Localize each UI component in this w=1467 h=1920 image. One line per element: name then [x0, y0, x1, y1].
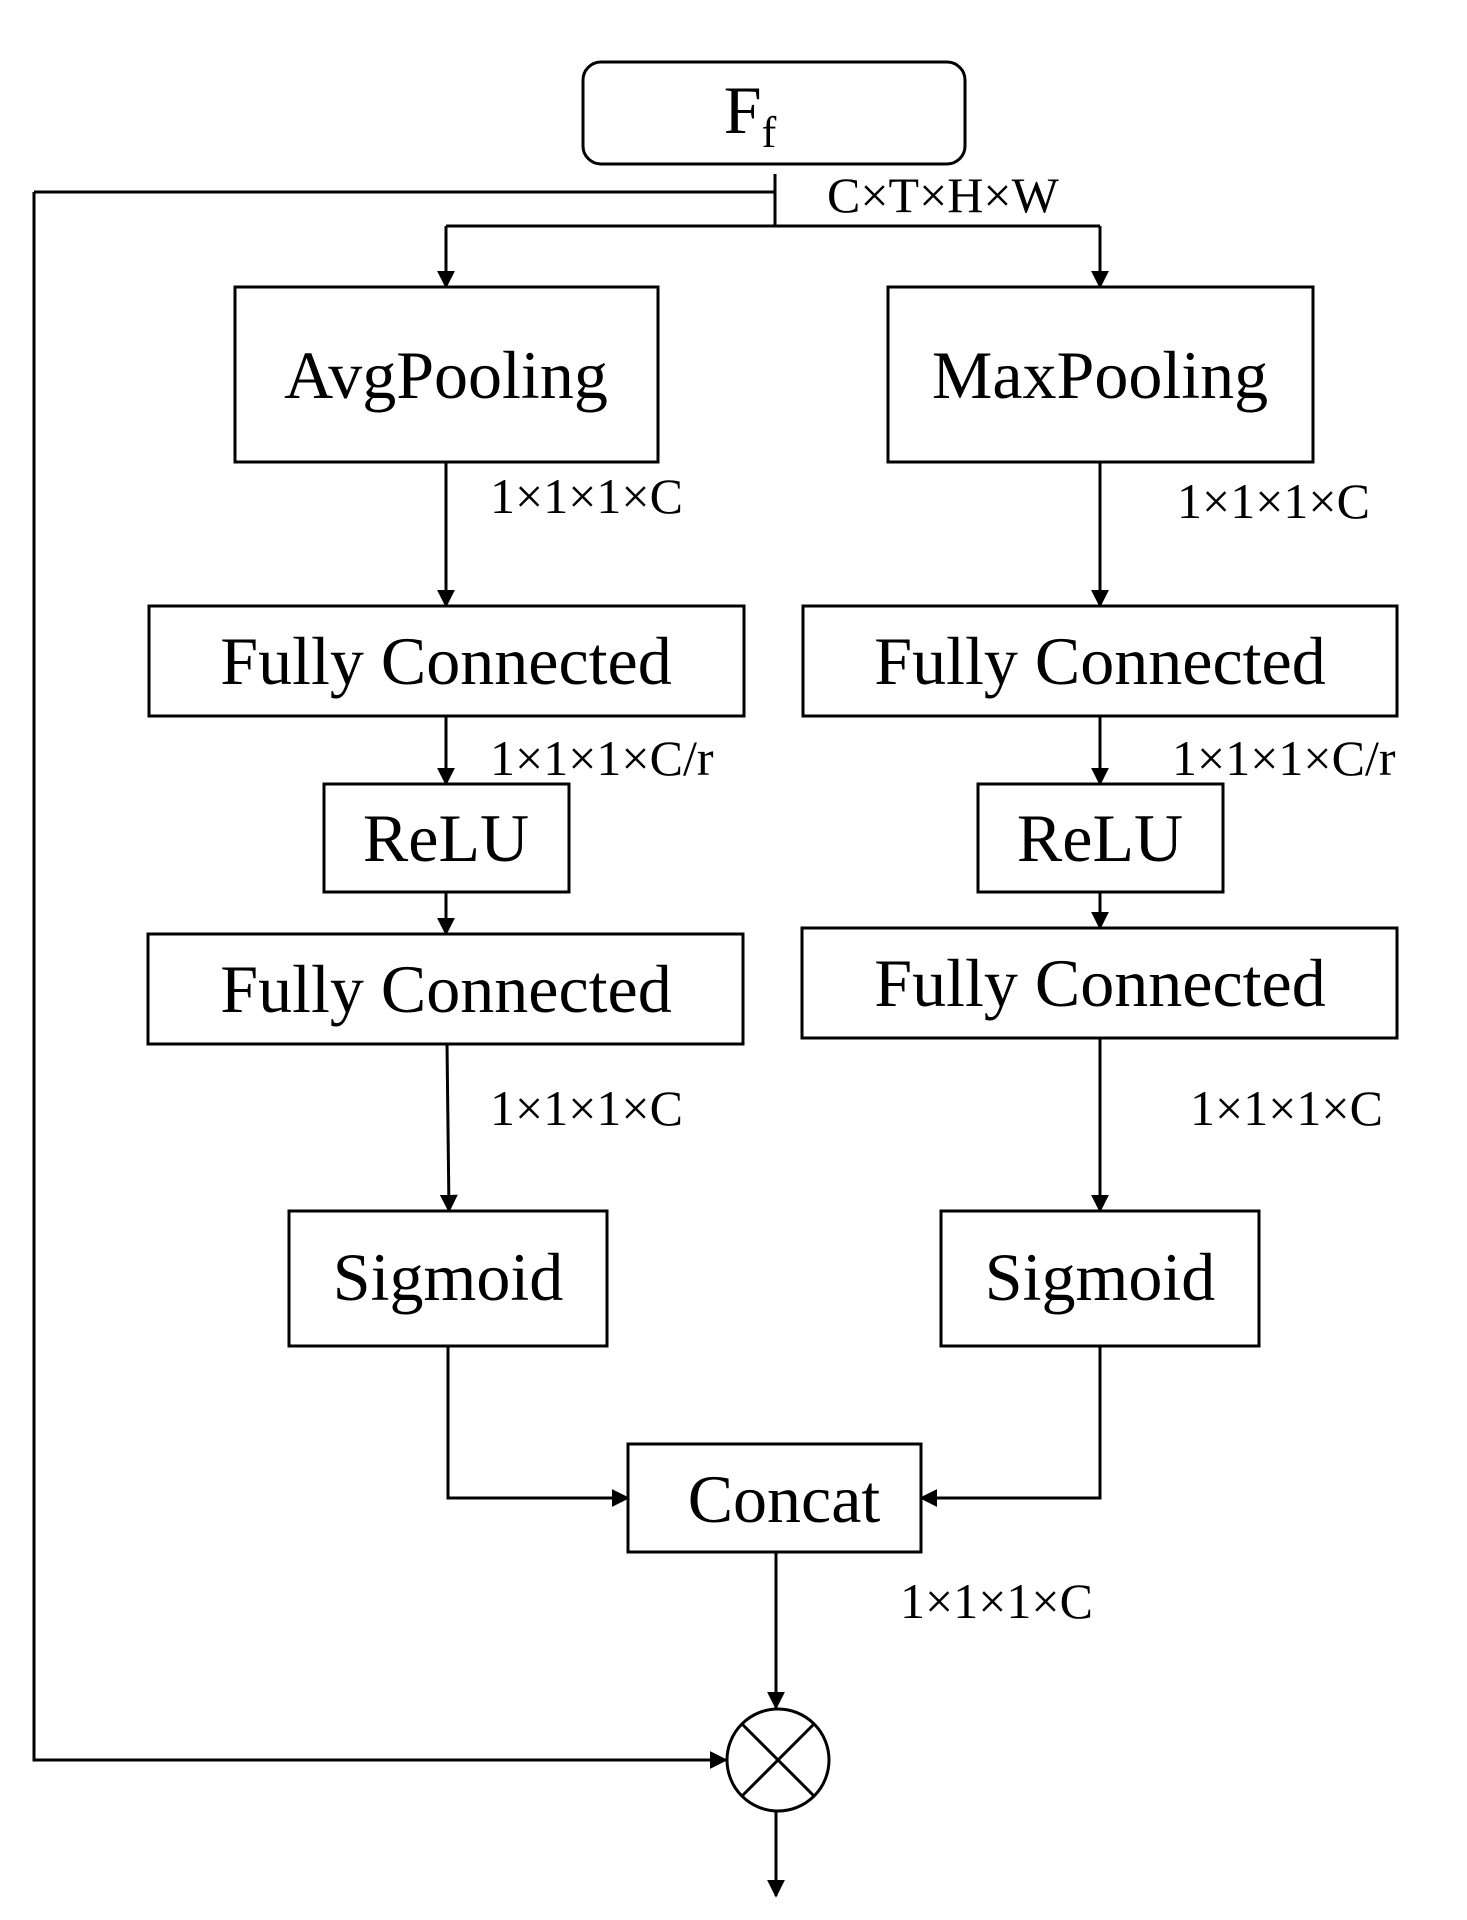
right-sigmoid-box [939, 1209, 1261, 1348]
right-relu-label: ReLU [1017, 800, 1183, 876]
right-fc1-label: Fully Connected [874, 623, 1325, 699]
right-branch: MaxPooling 1×1×1×C Fully Connected 1×1×1… [800, 285, 1399, 1348]
left-fc1-label: Fully Connected [220, 623, 671, 699]
input-label: Ff [724, 72, 777, 157]
avgpooling-box [233, 285, 660, 464]
right-sigmoid-label: Sigmoid [985, 1239, 1216, 1315]
multiply-node [725, 1707, 831, 1813]
input-shape-label: C×T×H×W [827, 167, 1060, 223]
left-fc2-out-label: 1×1×1×C [490, 1080, 683, 1136]
left-fc2-box [146, 932, 745, 1046]
merge-connectors [446, 1346, 1102, 1507]
left-fc2-label: Fully Connected [220, 951, 671, 1027]
input-connectors [34, 174, 1109, 289]
left-branch: AvgPooling 1×1×1×C Fully Connected 1×1×1… [146, 285, 746, 1348]
left-pool-out-label: 1×1×1×C [490, 468, 683, 524]
avgpooling-label: AvgPooling [284, 337, 608, 413]
left-fc1-out-label: 1×1×1×C/r [490, 730, 714, 786]
right-pool-out-label: 1×1×1×C [1177, 473, 1370, 529]
input-node: Ff [581, 60, 967, 166]
residual-connector [32, 192, 728, 1769]
concat-box [626, 1442, 923, 1554]
right-fc2-label: Fully Connected [874, 945, 1325, 1021]
concat-label: Concat [688, 1461, 881, 1537]
left-sigmoid-box [287, 1209, 609, 1348]
right-fc2-out-label: 1×1×1×C [1190, 1080, 1383, 1136]
left-sigmoid-label: Sigmoid [333, 1239, 564, 1315]
right-fc1-out-label: 1×1×1×C/r [1172, 730, 1396, 786]
left-relu-label: ReLU [363, 800, 529, 876]
maxpooling-label: MaxPooling [932, 337, 1268, 413]
right-fc2-box [800, 926, 1399, 1040]
concat-out-label: 1×1×1×C [900, 1573, 1093, 1629]
maxpooling-box [886, 285, 1315, 464]
left-relu-box [322, 782, 571, 894]
left-fc1-box [147, 604, 746, 718]
